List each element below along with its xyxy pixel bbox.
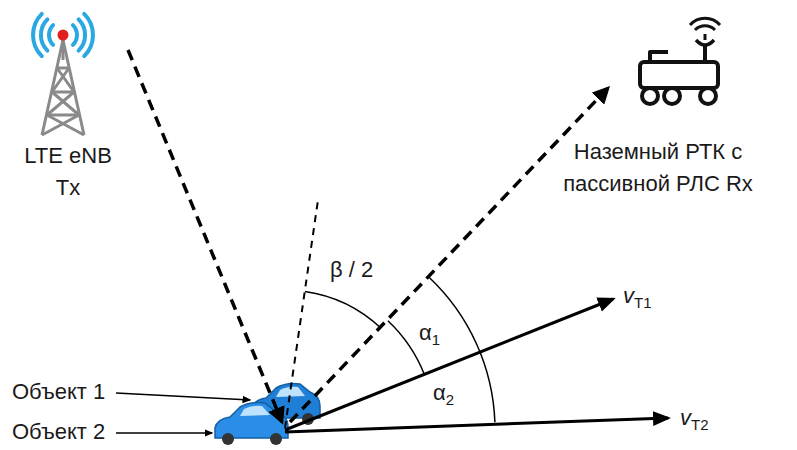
bisector-line [285,200,318,428]
angle-label: β / 2 [330,257,373,283]
leader-arrow-1 [116,393,250,400]
velocity-label: vT2 [680,405,709,431]
velocity-arrow-2 [285,418,668,432]
velocity-arrow-1 [285,299,613,430]
lte-tower-icon [33,14,93,135]
car-icons [215,384,320,446]
angle-label: α1 [419,320,440,346]
angle-arc-alpha1 [388,321,424,375]
robot-icon [640,18,720,104]
angle-arc-alpha2 [429,277,495,422]
object-label: Объект 1 [12,379,105,405]
leader-arrow-2 [116,432,212,434]
angle-arc-beta [305,291,381,328]
robot-caption: Наземный РТК с пассивной РЛС Rx [556,136,760,200]
object-label: Объект 2 [12,419,105,445]
angle-label: α2 [433,380,454,406]
tower-caption: LTE eNB Tx [16,140,120,204]
tx-ray [128,50,282,422]
caption-text: LTE eNB Tx [16,140,120,204]
rx-ray [290,88,608,422]
velocity-label: vT1 [623,283,652,309]
caption-text: Наземный РТК с пассивной РЛС Rx [556,136,760,200]
